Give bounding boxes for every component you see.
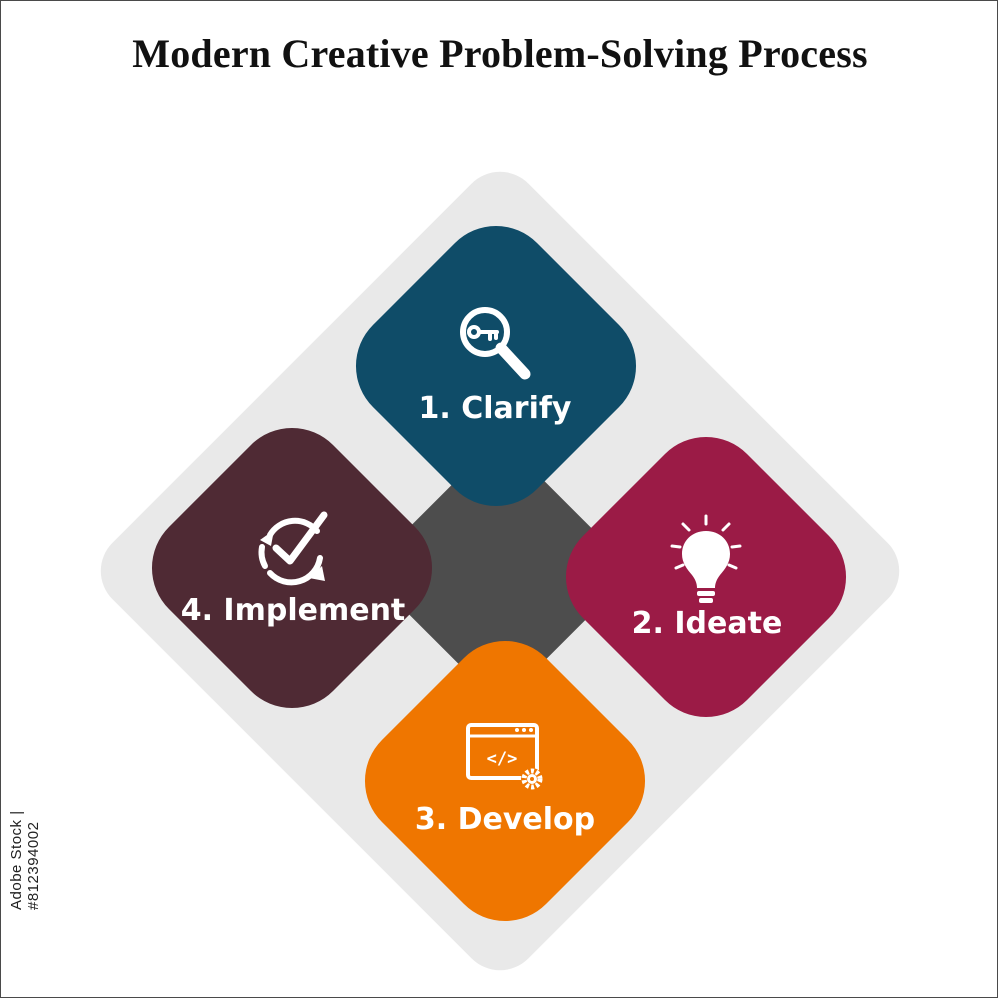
diagram-title: Modern Creative Problem-Solving Process — [132, 31, 868, 76]
step-develop-tile — [364, 640, 646, 922]
step-clarify-label: 1. Clarify — [419, 391, 572, 426]
code-window-gear-icon: </> — [466, 723, 543, 790]
step-ideate: 2. Ideate — [565, 436, 847, 718]
stock-credit: Adobe Stock | #812394002 — [8, 810, 42, 910]
step-implement: 4. Implement — [151, 427, 433, 709]
step-ideate-label: 2. Ideate — [632, 606, 783, 641]
svg-text:</>: </> — [487, 749, 518, 769]
center-diamond — [378, 449, 622, 693]
step-clarify-tile — [355, 225, 637, 507]
step-develop-label: 3. Develop — [415, 802, 595, 837]
step-develop: </> 3. Develop — [364, 640, 646, 922]
magnifier-key-icon — [460, 307, 531, 380]
step-clarify: 1. Clarify — [355, 225, 637, 507]
cycle-check-icon — [258, 511, 328, 586]
step-implement-label: 4. Implement — [181, 593, 406, 628]
lightbulb-icon — [670, 514, 742, 603]
step-implement-tile — [151, 427, 433, 709]
